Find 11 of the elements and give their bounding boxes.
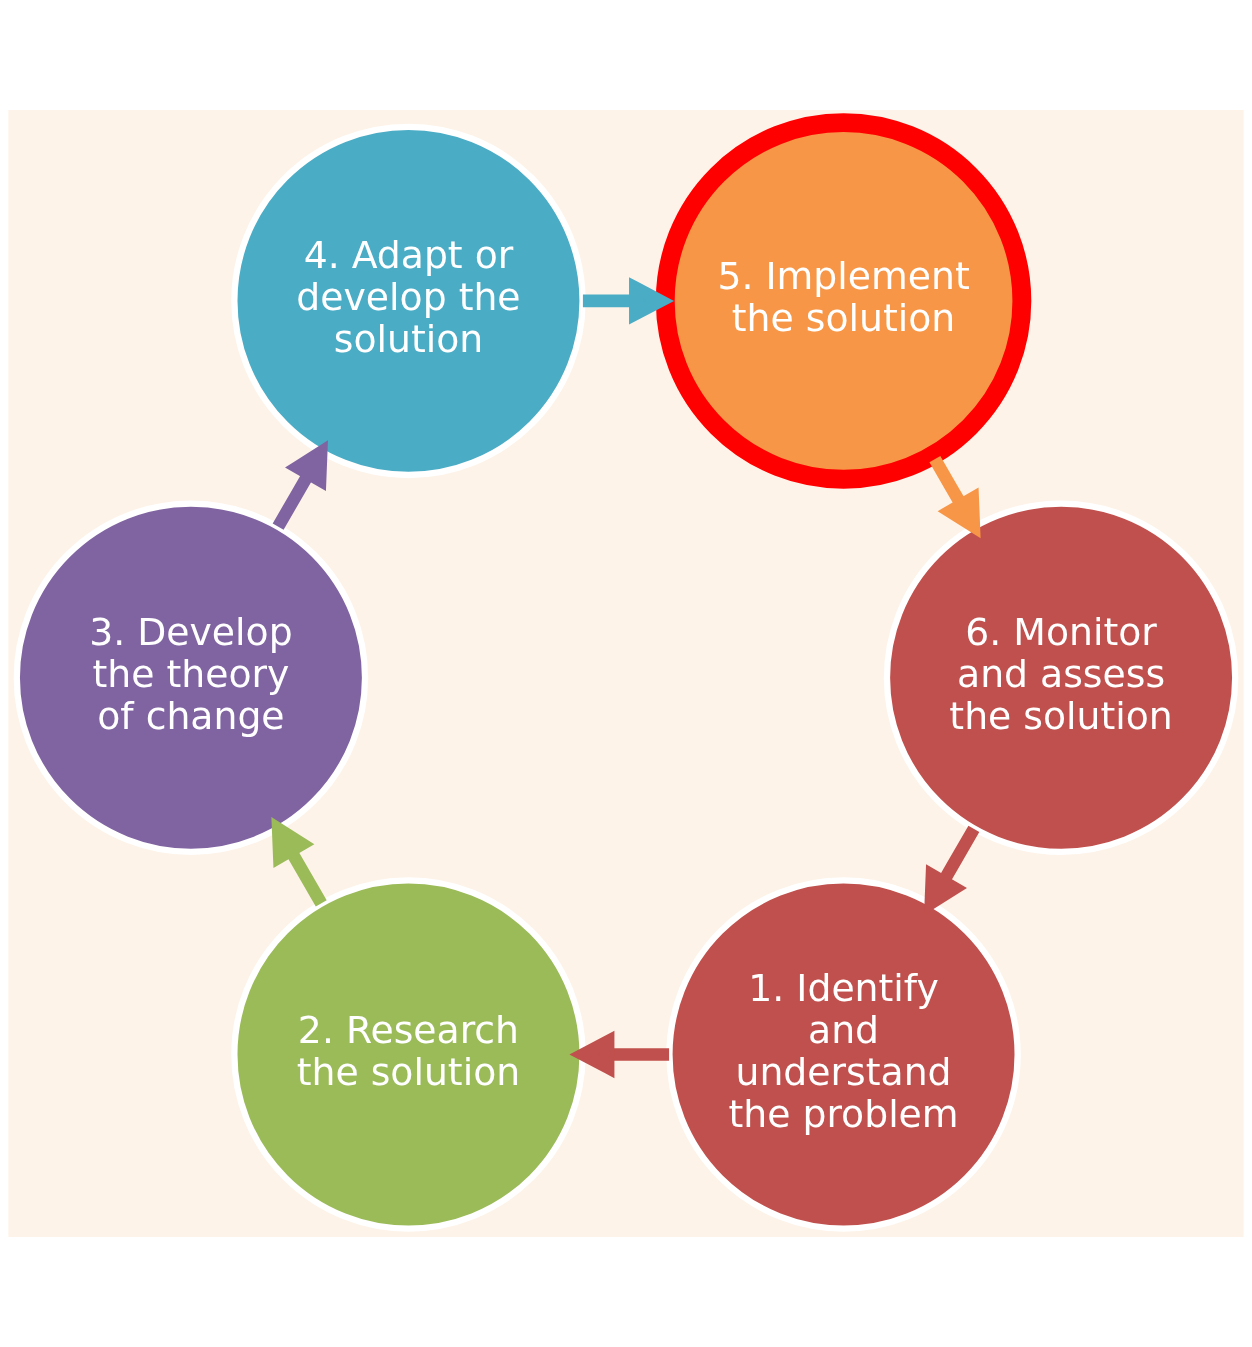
arrow [929, 455, 981, 539]
node-circle: 6. Monitor and assess the solution [883, 500, 1239, 855]
node-circle: 4. Adapt or develop the solution [231, 123, 586, 479]
arrow [271, 817, 327, 907]
arrow [272, 440, 328, 530]
node-circle: 3. Develop the theory of change [13, 500, 369, 855]
node-circle: 1. Identify and understand the problem [666, 877, 1021, 1232]
arrow [582, 277, 675, 325]
node-circle: 2. Research the solution [231, 877, 586, 1232]
node-circle: 5. Implement the solution [655, 113, 1032, 489]
arrow [569, 1030, 670, 1079]
